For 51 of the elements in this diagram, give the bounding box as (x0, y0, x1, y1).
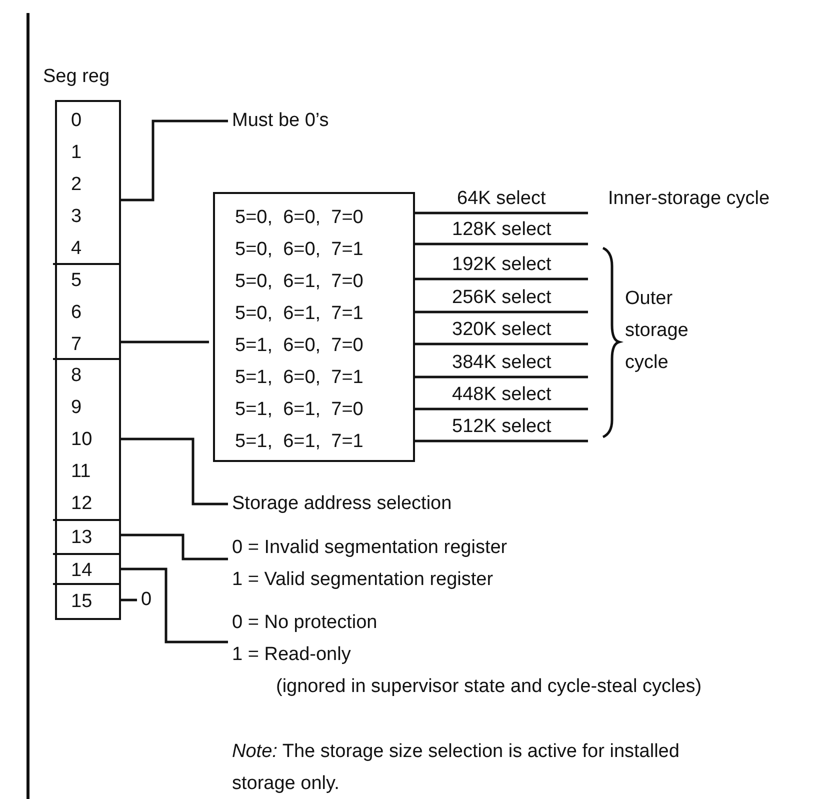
select-line (415, 212, 588, 214)
condition-text: 5=1, 6=0, 7=1 (235, 366, 364, 390)
bit-number: 2 (71, 173, 82, 197)
cycle-label: Outer storage cycle (625, 287, 690, 375)
bit-number: 10 (71, 428, 92, 452)
select-line (415, 376, 588, 378)
select-line (415, 310, 588, 314)
condition-text: 5=0, 6=1, 7=1 (235, 302, 364, 326)
select-line (415, 440, 588, 442)
bit-number: 15 (71, 590, 92, 614)
condition-text: 5=1, 6=1, 7=0 (235, 398, 364, 422)
select-line (415, 342, 588, 346)
condition-text: 5=0, 6=0, 7=1 (235, 238, 364, 262)
bit-number: 14 (71, 559, 92, 583)
leader-line (119, 598, 137, 602)
leader-line (119, 534, 228, 560)
bit-number: 11 (71, 460, 91, 484)
bit-number: 5 (71, 269, 82, 293)
condition-text: 5=0, 6=0, 7=0 (235, 206, 364, 230)
leader-line (119, 340, 209, 344)
bit-number: 4 (71, 237, 82, 261)
bit-number: 13 (71, 526, 92, 550)
leader-line (119, 120, 228, 202)
note-text: 1 = Valid segmentation register (232, 568, 494, 592)
bit-number: 3 (71, 205, 82, 229)
note-text: 0 = No protection (232, 611, 378, 635)
bit-number: 6 (71, 301, 82, 325)
cycle-label: Inner-storage cycle (608, 187, 770, 211)
leader-line (119, 438, 228, 506)
condition-text: 5=1, 6=0, 7=0 (235, 334, 364, 358)
select-line (415, 408, 588, 410)
leader-line (119, 568, 228, 644)
bit-number: 1 (71, 141, 82, 165)
condition-text: 5=0, 6=1, 7=0 (235, 270, 364, 294)
note-text: Note: The storage size selection is active for installed storage only. (232, 740, 680, 796)
note-text: (ignored in supervisor state and cycle-steal cycles) (276, 675, 702, 699)
note-text: 1 = Read-only (232, 643, 351, 667)
condition-text: 5=1, 6=1, 7=1 (235, 430, 364, 454)
select-line (415, 242, 588, 246)
bit-number: 0 (71, 109, 82, 133)
bit-number: 12 (71, 492, 92, 516)
bit-number: 9 (71, 396, 82, 420)
bit-number: 7 (71, 333, 82, 357)
note-text: 0 = Invalid segmentation register (232, 536, 508, 560)
note-text: Storage address selection (232, 492, 452, 516)
select-line (415, 278, 588, 280)
value-text: 0 (141, 588, 152, 612)
note-text: Must be 0’s (232, 109, 329, 133)
bit-number: 8 (71, 364, 82, 388)
condition-table (213, 192, 415, 462)
register-label: Seg reg (43, 66, 110, 88)
